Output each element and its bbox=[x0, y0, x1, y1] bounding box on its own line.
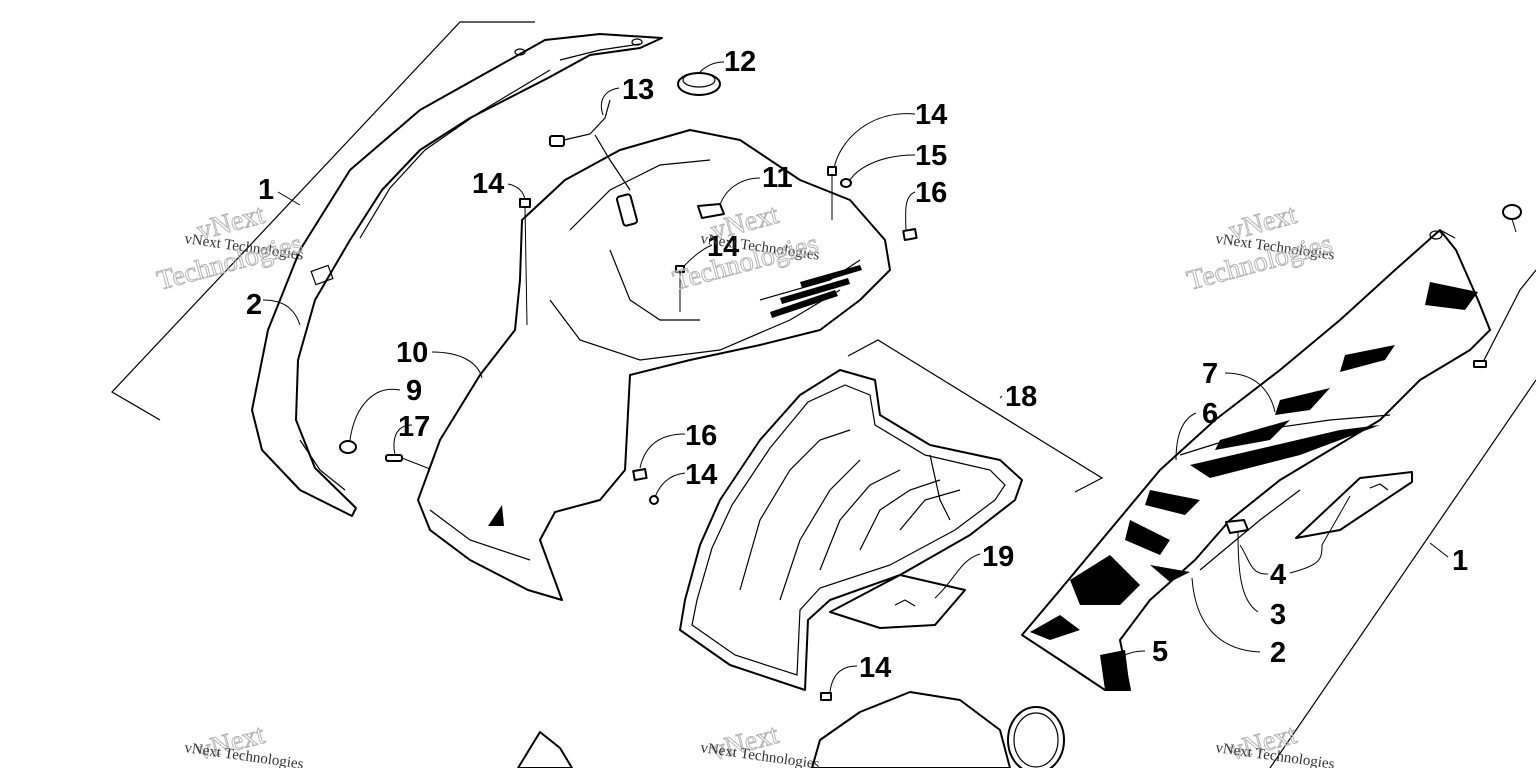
callout-11: 11 bbox=[762, 162, 793, 194]
callout-14: 14 bbox=[859, 652, 891, 684]
hood-nose-cone bbox=[417, 129, 891, 601]
foam-pad bbox=[697, 203, 725, 219]
nut-clip-16b bbox=[632, 468, 648, 481]
clip-15 bbox=[840, 178, 852, 188]
callout-14: 14 bbox=[685, 459, 717, 491]
watermark-top-right: vNext vNext Technologies Technologies bbox=[1183, 199, 1336, 298]
group-bracket-18 bbox=[847, 339, 1104, 493]
grommet bbox=[677, 72, 721, 96]
callout-18: 18 bbox=[1005, 381, 1037, 413]
callout-14: 14 bbox=[472, 168, 504, 200]
nut-clip-16a bbox=[902, 228, 918, 241]
storage-tray bbox=[679, 369, 1023, 691]
screw-14e bbox=[820, 692, 832, 701]
callout-7: 7 bbox=[1202, 358, 1218, 390]
callout-3: 3 bbox=[1270, 599, 1286, 631]
callout-1: 1 bbox=[1452, 545, 1468, 577]
callout-1: 1 bbox=[258, 174, 274, 206]
callout-16: 16 bbox=[685, 420, 717, 452]
o-ring bbox=[339, 440, 357, 454]
callout-2: 2 bbox=[246, 289, 262, 321]
callout-15: 15 bbox=[915, 140, 947, 172]
callout-9: 9 bbox=[406, 375, 422, 407]
callout-14: 14 bbox=[707, 231, 739, 263]
callout-14: 14 bbox=[915, 99, 947, 131]
callout-16: 16 bbox=[915, 177, 947, 209]
hood-vents bbox=[770, 265, 862, 318]
watermark-top-left: vNext vNext Technologies Technologies bbox=[153, 199, 306, 298]
decal-sheet bbox=[1295, 471, 1413, 539]
callout-13: 13 bbox=[622, 74, 654, 106]
clip-top-right bbox=[1473, 204, 1522, 368]
callout-2: 2 bbox=[1270, 637, 1286, 669]
right-panel-graphics bbox=[1030, 282, 1478, 690]
callout-12: 12 bbox=[724, 46, 756, 78]
group-bracket-left bbox=[111, 21, 535, 421]
foam-pad-3 bbox=[1225, 519, 1249, 534]
callout-19: 19 bbox=[982, 541, 1014, 573]
callout-numbers: 1 2 9 17 10 14 13 12 11 14 14 15 16 16 1… bbox=[246, 46, 1468, 684]
watermark-bottom-right: vNext vNext Technologies bbox=[1214, 719, 1335, 768]
left-side-panel bbox=[251, 33, 663, 517]
screw-14d bbox=[649, 495, 659, 505]
bottom-partial-parts bbox=[517, 691, 1065, 768]
screw-14b bbox=[675, 265, 685, 312]
wire-harness bbox=[549, 99, 638, 227]
screw-14c bbox=[827, 166, 837, 220]
callout-17: 17 bbox=[398, 411, 430, 443]
watermark-bottom-left: vNext vNext Technologies bbox=[183, 719, 304, 768]
tray-pad bbox=[829, 574, 966, 629]
group-bracket-right bbox=[1269, 269, 1536, 768]
watermark-bottom-middle: vNext vNext Technologies bbox=[699, 719, 820, 768]
callout-5: 5 bbox=[1152, 636, 1168, 668]
callout-leaders bbox=[262, 61, 1449, 693]
callout-4: 4 bbox=[1270, 559, 1286, 591]
callout-10: 10 bbox=[396, 337, 428, 369]
callout-6: 6 bbox=[1202, 398, 1218, 430]
